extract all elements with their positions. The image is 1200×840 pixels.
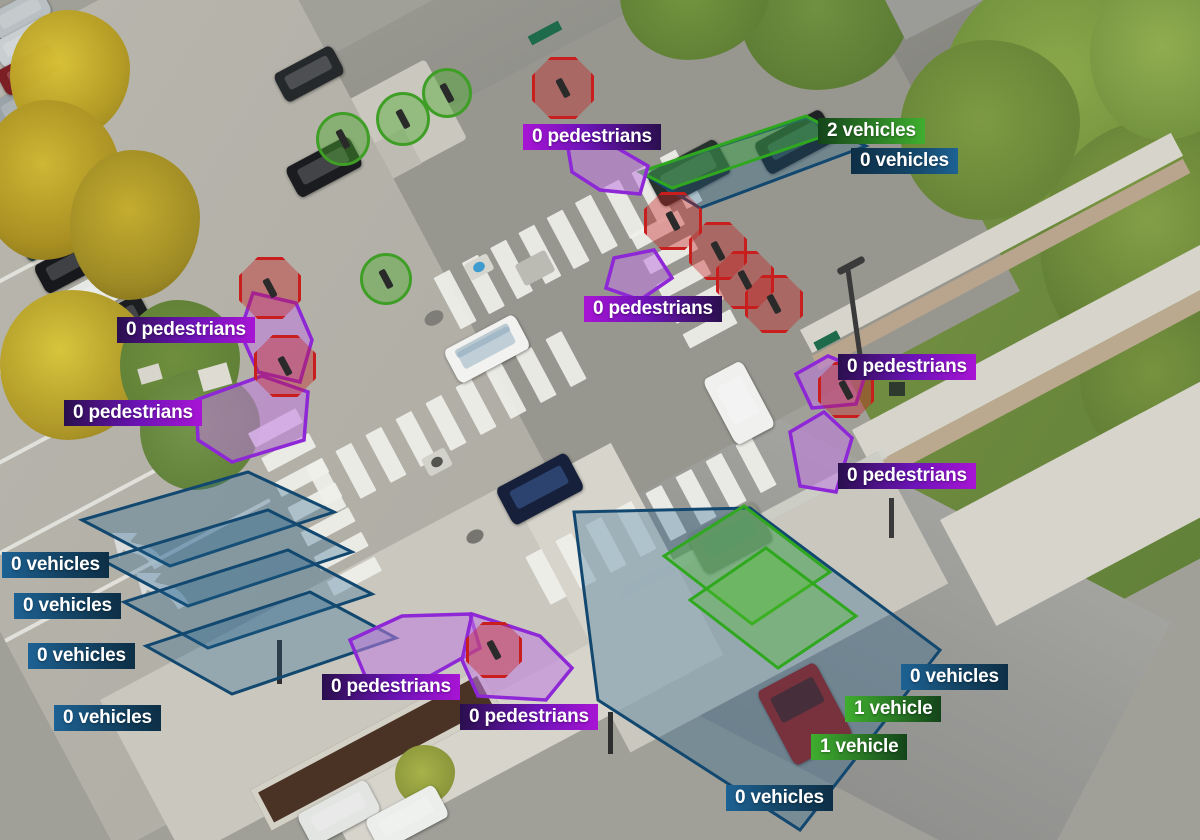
- count-label-veh-w-lane-2: 0 vehicles: [14, 593, 121, 619]
- vehicle-zones-green: [636, 114, 859, 670]
- tree-canopy-east: [900, 40, 1080, 220]
- count-label-veh-w-lane-1: 0 vehicles: [2, 552, 109, 578]
- count-label-ped-sw-corner: 0 pedestrians: [322, 674, 460, 700]
- count-label-ped-east-lower: 0 pedestrians: [838, 463, 976, 489]
- count-label-veh-w-lane-4: 0 vehicles: [54, 705, 161, 731]
- count-label-veh-se-blue-upper: 0 vehicles: [901, 664, 1008, 690]
- pedestrian-zone-ped-zone-nw-lower: [194, 374, 310, 464]
- pedestrian-zone-ped-zone-center-island: [603, 248, 675, 302]
- light-pole: [277, 640, 282, 684]
- light-pole: [889, 498, 894, 538]
- trash-bin: [889, 382, 905, 396]
- count-label-ped-east-upper: 0 pedestrians: [838, 354, 976, 380]
- count-label-ped-center-island: 0 pedestrians: [584, 296, 722, 322]
- vehicle-zone-veh-green-se-a: [661, 504, 833, 626]
- count-label-ped-top-center: 0 pedestrians: [523, 124, 661, 150]
- light-pole: [608, 712, 613, 754]
- vehicle-zone-veh-zone-w-1: [77, 470, 339, 568]
- vehicle-zone-veh-zone-w-3: [120, 548, 376, 650]
- pedestrian-zone-ped-zone-s: [460, 611, 575, 702]
- count-label-veh-ne-blue: 0 vehicles: [851, 148, 958, 174]
- count-label-veh-se-green-upper: 1 vehicle: [845, 696, 942, 722]
- pedestrian-zones: [194, 136, 869, 702]
- count-label-veh-se-blue-lower: 0 vehicles: [726, 785, 833, 811]
- count-label-ped-s-corner: 0 pedestrians: [460, 704, 598, 730]
- count-label-veh-se-green-lower: 1 vehicle: [811, 734, 908, 760]
- count-label-ped-nw-lower: 0 pedestrians: [64, 400, 202, 426]
- vehicle-zone-veh-green-se-b: [687, 546, 859, 670]
- count-label-ped-nw-upper: 0 pedestrians: [117, 317, 255, 343]
- autumn-tree: [70, 150, 200, 300]
- count-label-veh-ne-green: 2 vehicles: [818, 118, 925, 144]
- count-label-veh-w-lane-3: 0 vehicles: [28, 643, 135, 669]
